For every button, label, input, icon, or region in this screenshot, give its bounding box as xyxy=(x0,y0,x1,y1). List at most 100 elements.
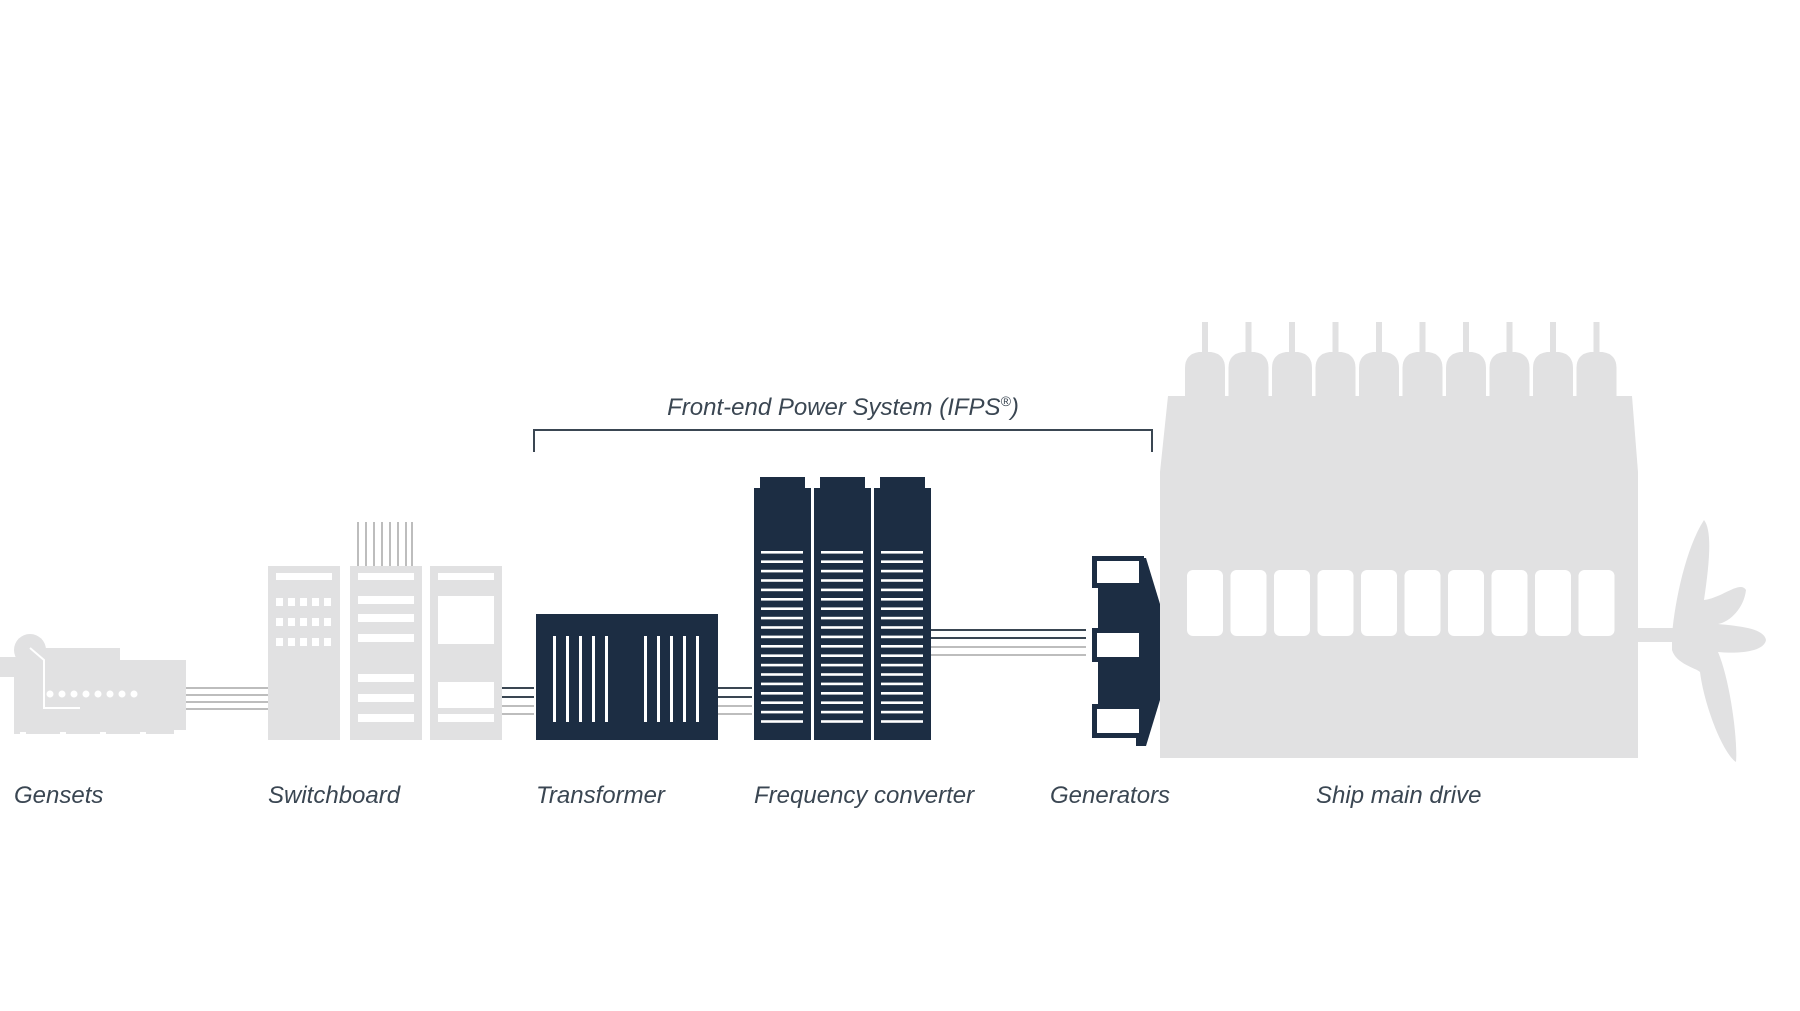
converter-stripe xyxy=(881,635,923,639)
converter-stripe xyxy=(761,579,803,582)
label-gensets: Gensets xyxy=(14,782,103,809)
converter-stripe xyxy=(881,560,923,563)
gensets-icon xyxy=(0,634,186,736)
drive-stack-pipe xyxy=(1593,322,1600,352)
converter-stripe xyxy=(821,588,863,592)
drive-stack-pipe xyxy=(1419,322,1426,352)
converter-stripe xyxy=(881,673,923,676)
converter-stripe xyxy=(821,720,863,723)
drive-window xyxy=(1317,570,1354,636)
converter-stripes xyxy=(761,551,923,723)
drive-stack-pipe xyxy=(1202,322,1208,352)
converter-stripe xyxy=(821,598,863,601)
frequency-converter-icon xyxy=(754,477,931,740)
converter-stripe xyxy=(761,635,803,639)
drive-stack-cap xyxy=(1446,352,1486,400)
converter-stripe xyxy=(881,588,923,592)
drive-stack-cap xyxy=(1489,352,1530,400)
converter-stripe xyxy=(821,701,863,704)
drive-window xyxy=(1491,570,1528,636)
converter-stripe xyxy=(821,626,863,629)
ship-main-drive-icon xyxy=(1160,322,1766,762)
converter-stripe xyxy=(761,701,803,704)
propeller-icon xyxy=(1672,520,1766,762)
drive-stack-pipe xyxy=(1332,322,1339,352)
converter-stripe xyxy=(821,560,863,563)
converter-stripe xyxy=(821,551,863,554)
converter-stripe xyxy=(761,720,803,723)
label-generators: Generators xyxy=(1050,782,1170,809)
converter-stripe xyxy=(761,626,803,629)
drive-window xyxy=(1361,570,1397,636)
connection-transformer-converter xyxy=(713,687,752,715)
converter-stripe xyxy=(821,579,863,582)
converter-stripe xyxy=(821,569,863,573)
label-frequency-converter: Frequency converter xyxy=(754,782,975,809)
converter-stripe xyxy=(881,579,923,582)
converter-stripe xyxy=(881,710,923,714)
converter-stripe xyxy=(881,663,923,667)
converter-stripe xyxy=(821,710,863,714)
converter-stripe xyxy=(761,598,803,601)
converter-stripe xyxy=(761,663,803,667)
drive-stacks xyxy=(1185,322,1617,400)
label-ship-main-drive: Ship main drive xyxy=(1316,782,1481,809)
converter-stripe xyxy=(881,701,923,704)
drive-stack-cap xyxy=(1533,352,1573,400)
drive-stack-cap xyxy=(1359,352,1399,400)
converter-stripe xyxy=(761,569,803,573)
drive-window xyxy=(1187,570,1223,636)
drive-windows xyxy=(1187,570,1615,636)
drive-stack-pipe xyxy=(1376,322,1382,352)
converter-stripe xyxy=(881,551,923,554)
drive-stack-cap xyxy=(1315,352,1356,400)
converter-stripe xyxy=(761,710,803,714)
connection-switchboard-transformer xyxy=(498,687,534,715)
converter-stripe xyxy=(821,682,863,686)
converter-stripe xyxy=(761,682,803,686)
drive-window xyxy=(1274,570,1310,636)
converter-stripe xyxy=(761,551,803,554)
connection-converter-generators xyxy=(928,629,1086,656)
converter-stripe xyxy=(881,720,923,723)
converter-stripe xyxy=(881,682,923,686)
drive-stack-pipe xyxy=(1463,322,1469,352)
converter-stripe xyxy=(821,616,863,620)
drive-stack-cap xyxy=(1402,352,1443,400)
drive-stack-cap xyxy=(1272,352,1312,400)
drive-stack-cap xyxy=(1228,352,1269,400)
converter-stripe xyxy=(821,673,863,676)
drive-window xyxy=(1230,570,1267,636)
generators-icon xyxy=(1092,556,1160,746)
drive-stack-pipe xyxy=(1506,322,1513,352)
switchboard-icon xyxy=(268,522,502,740)
drive-stack-pipe xyxy=(1245,322,1252,352)
converter-stripe xyxy=(761,560,803,563)
label-transformer: Transformer xyxy=(536,782,666,809)
converter-stripe xyxy=(761,692,803,695)
converter-stripe xyxy=(761,588,803,592)
converter-stripe xyxy=(881,616,923,620)
converter-stripe xyxy=(881,645,923,648)
drive-window xyxy=(1578,570,1615,636)
converter-stripe xyxy=(821,663,863,667)
converter-stripe xyxy=(761,673,803,676)
ifps-bracket xyxy=(533,429,1153,452)
converter-stripe xyxy=(881,626,923,629)
drive-stack-cap xyxy=(1185,352,1225,400)
connection-gensets-switchboard xyxy=(185,687,268,710)
converter-stripe xyxy=(821,645,863,648)
converter-stripe xyxy=(821,654,863,657)
label-switchboard: Switchboard xyxy=(268,782,401,809)
drive-window xyxy=(1404,570,1441,636)
converter-stripe xyxy=(761,607,803,610)
drive-window xyxy=(1448,570,1484,636)
converter-stripe xyxy=(761,616,803,620)
converter-stripe xyxy=(821,692,863,695)
transformer-icon xyxy=(536,614,718,740)
ifps-bracket-label: Front-end Power System (IFPS®) xyxy=(667,393,1019,421)
converter-stripe xyxy=(821,607,863,610)
converter-stripe xyxy=(881,598,923,601)
converter-stripe xyxy=(881,569,923,573)
